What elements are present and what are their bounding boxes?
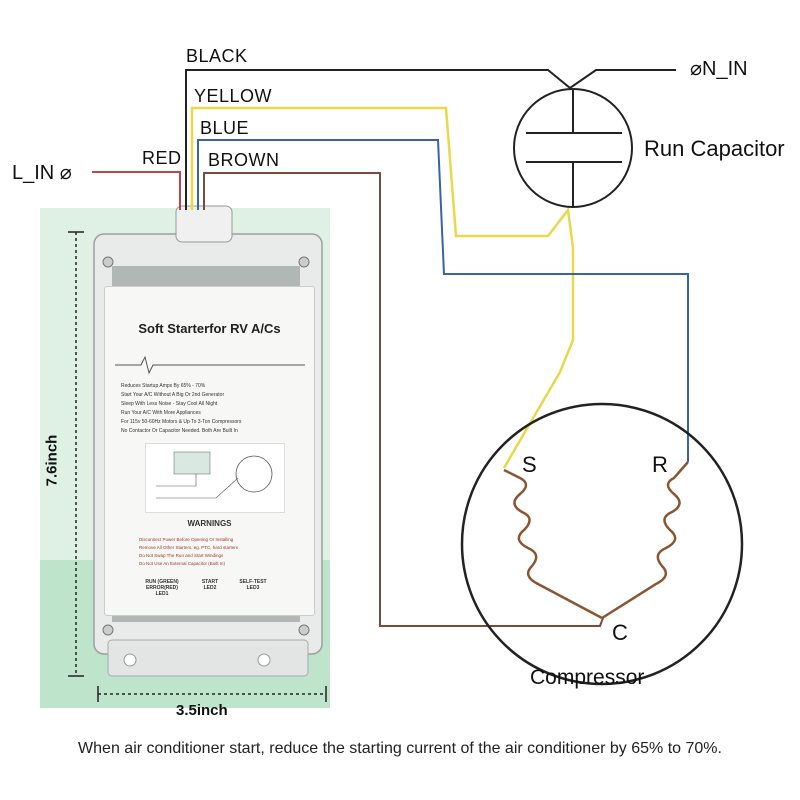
mount-hole: [257, 653, 271, 667]
compressor-symbol: [460, 402, 744, 686]
blue-wire-label: BLUE: [200, 118, 250, 138]
run-capacitor-label: Run Capacitor: [644, 136, 785, 161]
screw: [102, 624, 114, 636]
blue-wire: [197, 139, 689, 462]
feature-item: For 115v 50-60Hz Motors & Up To 3-Ton Co…: [121, 419, 242, 425]
red-wire: [92, 171, 181, 210]
screw: [298, 256, 310, 268]
screw: [102, 256, 114, 268]
height-dimension: 7.6inch: [43, 420, 84, 510]
brown-wire-label: BROWN: [208, 150, 280, 170]
height-dimension-label: 7.6inch: [43, 434, 61, 487]
n-in-label: ⌀N_IN: [690, 58, 748, 80]
warning-item: Disconnect Power Before Opening Or Insta…: [139, 537, 234, 542]
terminal-c-label: C: [612, 620, 628, 645]
warnings-title: WARNINGS: [187, 519, 232, 528]
caption: When air conditioner start, reduce the s…: [78, 740, 722, 757]
feature-item: Start Your A/C Without A Big Or 2nd Gene…: [121, 392, 225, 398]
screw: [298, 624, 310, 636]
product-label: Soft Starterfor RV A/Cs Reduces Startup …: [104, 286, 315, 616]
feature-item: Reduces Startup Amps By 65% - 70%: [121, 383, 206, 389]
yellow-wire: [190, 106, 575, 469]
terminal-s-label: S: [522, 452, 537, 477]
warning-item: Remove All Other Starters, eg. PTC, hard…: [139, 545, 239, 550]
mount-hole: [123, 653, 137, 667]
feature-item: No Contactor Or Capacitor Needed. Both A…: [121, 428, 238, 434]
heartbeat-line-icon: [115, 355, 305, 375]
product-title: Soft Starterfor RV A/Cs: [138, 321, 281, 336]
l-in-label: L_IN ⌀: [12, 162, 72, 184]
brown-wire: [203, 172, 604, 627]
terminal-r-label: R: [652, 452, 668, 477]
feature-item: Sleep With Less Noise - Stay Cool All Ni…: [121, 401, 218, 407]
mini-wiring-diagram: [145, 443, 285, 513]
r-winding: [601, 461, 689, 620]
red-wire-label: RED: [142, 148, 182, 168]
black-wire-label: BLACK: [186, 46, 248, 66]
feature-item: Run Your A/C With More Appliances: [121, 410, 201, 416]
black-wire: [185, 69, 676, 210]
warning-item: Do Not Swap The Run and Start Windings: [139, 553, 224, 558]
warning-item: Do Not Use An External Capacitor (Built …: [139, 561, 226, 566]
yellow-wire-label: YELLOW: [194, 86, 273, 106]
cable-gland: [175, 205, 233, 243]
s-winding: [503, 468, 603, 620]
mounting-flange: [107, 639, 309, 677]
compressor-label: Compressor: [530, 666, 645, 689]
led1-label: RUN (GREEN) ERROR(RED) LED1: [145, 579, 179, 597]
led3-label: SELF-TEST LED3: [239, 579, 267, 591]
led2-label: START LED2: [201, 579, 219, 591]
width-dimension-label: 3.5inch: [176, 702, 228, 719]
